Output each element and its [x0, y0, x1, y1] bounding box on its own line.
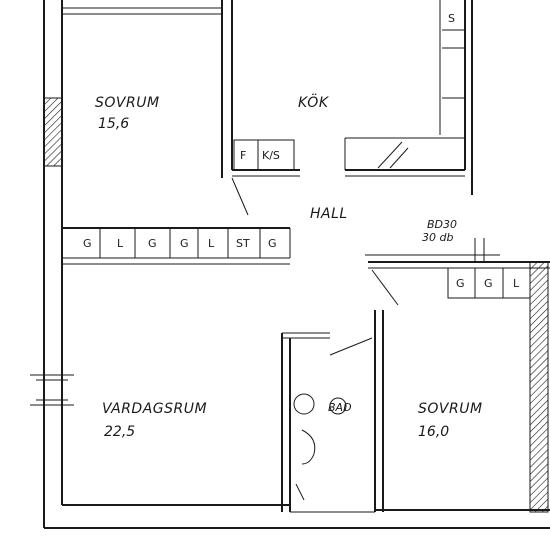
- hall-closet-label: G: [83, 237, 92, 250]
- room-label-hall: HALL: [310, 206, 348, 222]
- bedroom-closet-label: G: [456, 277, 465, 290]
- hall-closet-label: L: [208, 237, 215, 250]
- stove-label: S: [448, 12, 455, 25]
- room-area-sovrum-1: 15,6: [98, 116, 129, 132]
- bedroom-closet-label: L: [513, 277, 520, 290]
- room-area-sovrum-2: 16,0: [418, 424, 449, 440]
- room-label-kok: KÖK: [298, 93, 330, 111]
- door-rating-line1: BD30: [427, 218, 457, 231]
- bathroom-fixtures: [293, 393, 347, 501]
- room-label-bad: BAD: [328, 401, 352, 414]
- doors: [231, 177, 485, 356]
- hatched-wall-left: [43, 97, 63, 167]
- outer-walls: [43, 0, 550, 529]
- hall-closet-label: G: [268, 237, 277, 250]
- hatched-wall-right: [529, 261, 549, 513]
- hall-closet-label: L: [117, 237, 124, 250]
- hall-closets: [61, 228, 291, 258]
- bedroom-closet-label: G: [484, 277, 493, 290]
- fridge-freezer-units: [233, 139, 295, 171]
- room-area-vardagsrum: 22,5: [104, 424, 135, 440]
- fridge-label: F: [240, 149, 246, 162]
- door-rating-line2: 30 db: [422, 231, 453, 244]
- hall-closet-label: ST: [236, 237, 250, 250]
- hall-closet-label: G: [180, 237, 189, 250]
- kitchen-counter: [344, 0, 465, 170]
- bedroom-closets: [447, 267, 531, 299]
- hall-closet-label: G: [148, 237, 157, 250]
- room-label-sovrum-2: SOVRUM: [418, 401, 483, 417]
- room-label-vardagsrum: VARDAGSRUM: [102, 401, 207, 417]
- room-label-sovrum-1: SOVRUM: [95, 95, 160, 111]
- freezer-label: K/S: [262, 149, 280, 162]
- windows: [30, 374, 74, 406]
